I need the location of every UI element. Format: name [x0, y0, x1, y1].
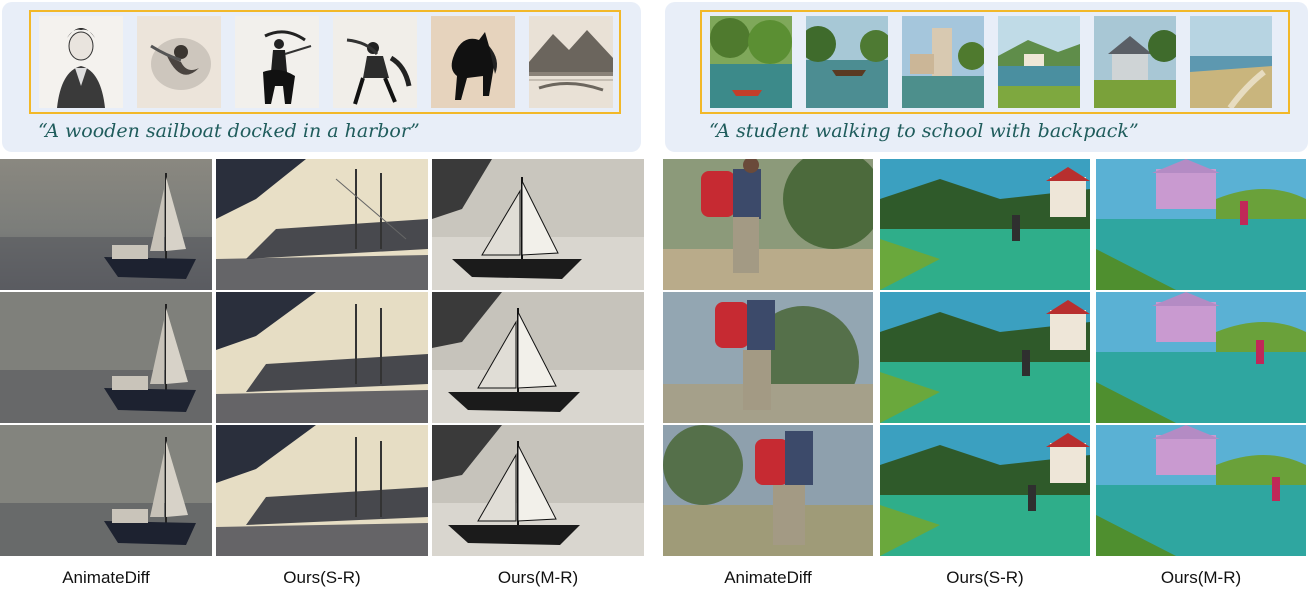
frame-animatediff-3	[663, 425, 873, 556]
frame-ours-mr-2	[432, 292, 644, 423]
frame-ours-sr-2	[216, 292, 428, 423]
frame-ours-sr-3	[880, 425, 1090, 556]
reference-image-lake-boat	[710, 16, 792, 108]
column-label-ours-sr: Ours(S-R)	[946, 568, 1024, 587]
reference-box: “A wooden sailboat docked in a harbor”	[2, 2, 641, 152]
reference-image-ink-mountain	[529, 16, 613, 108]
frame-animatediff-1	[0, 159, 212, 290]
column-label-animatediff: AnimateDiff	[724, 568, 812, 587]
prompt-caption: “A wooden sailboat docked in a harbor”	[38, 120, 420, 142]
column-label-animatediff: AnimateDiff	[62, 568, 150, 587]
frame-ours-sr-3	[216, 425, 428, 556]
reference-image-ink-horse	[431, 16, 515, 108]
reference-image-ink-swordsman	[137, 16, 221, 108]
reference-style-strip	[29, 10, 621, 114]
reference-image-stone-house	[1094, 16, 1176, 108]
reference-image-river-boat	[806, 16, 888, 108]
frame-ours-mr-3	[432, 425, 644, 556]
frame-ours-sr-1	[216, 159, 428, 290]
frame-animatediff-1	[663, 159, 873, 290]
reference-box: “A student walking to school with backpa…	[665, 2, 1308, 152]
reference-image-ink-rider	[235, 16, 319, 108]
frame-animatediff-3	[0, 425, 212, 556]
frame-animatediff-2	[663, 292, 873, 423]
column-label-ours-mr: Ours(M-R)	[1160, 568, 1242, 587]
reference-image-coast-path	[1190, 16, 1272, 108]
right-comparison-panel: “A student walking to school with backpa…	[663, 0, 1308, 594]
column-label-ours-sr: Ours(S-R)	[283, 568, 361, 587]
frame-ours-mr-1	[432, 159, 644, 290]
frame-ours-sr-1	[880, 159, 1090, 290]
left-comparison-panel: “A wooden sailboat docked in a harbor” A…	[0, 0, 644, 594]
reference-image-village-tower	[902, 16, 984, 108]
frame-ours-mr-1	[1096, 159, 1306, 290]
column-label-ours-mr: Ours(M-R)	[497, 568, 579, 587]
reference-image-ink-warrior	[333, 16, 417, 108]
reference-image-ink-portrait	[39, 16, 123, 108]
frame-ours-mr-2	[1096, 292, 1306, 423]
frame-animatediff-2	[0, 292, 212, 423]
reference-style-strip	[700, 10, 1290, 114]
reference-image-lake-house	[998, 16, 1080, 108]
frame-ours-sr-2	[880, 292, 1090, 423]
frame-ours-mr-3	[1096, 425, 1306, 556]
prompt-caption: “A student walking to school with backpa…	[709, 120, 1139, 142]
